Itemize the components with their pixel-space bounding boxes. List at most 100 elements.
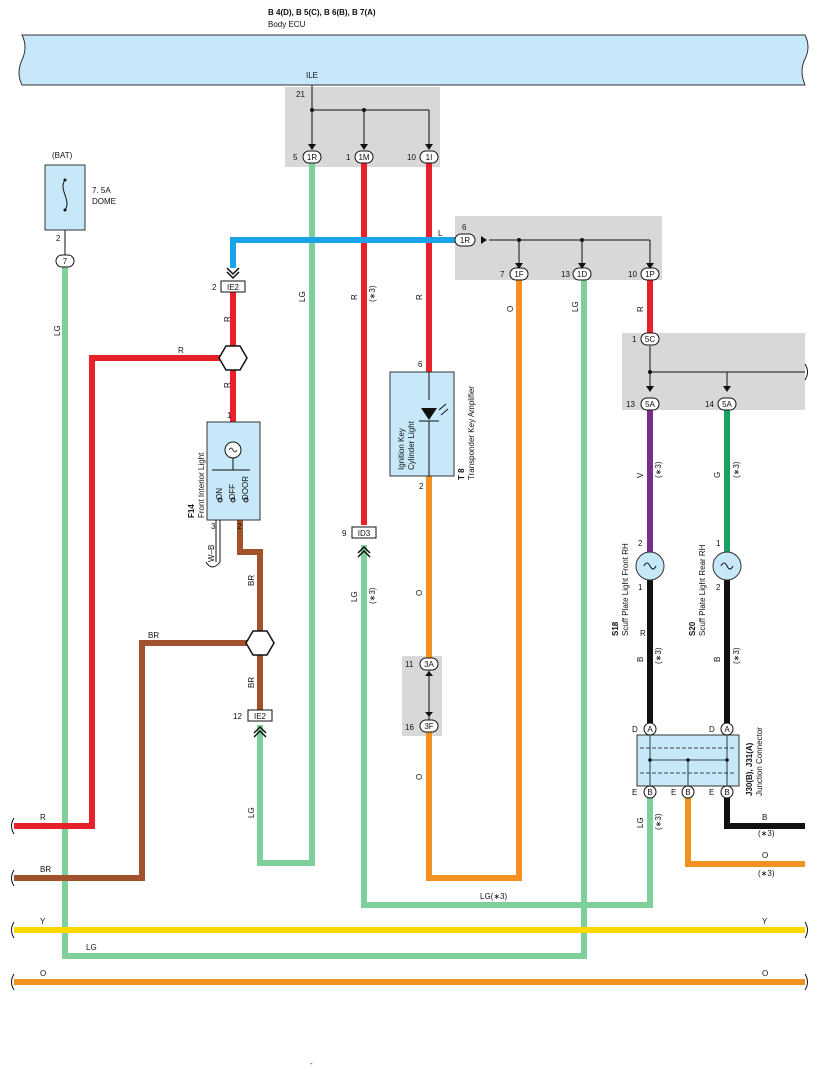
svg-text:E: E	[709, 788, 714, 797]
bottom-mark: -	[310, 1059, 313, 1068]
svg-text:(∗3): (∗3)	[758, 829, 775, 838]
svg-text:7: 7	[500, 270, 505, 279]
svg-text:5: 5	[293, 153, 298, 162]
ile-label: ILE	[306, 71, 318, 80]
ecu-name: Body ECU	[268, 20, 306, 29]
svg-text:V: V	[636, 472, 645, 478]
connector-5A: 5A	[640, 397, 660, 411]
f14-name: Front Interior Light	[197, 452, 206, 518]
connector-3F: 3F	[419, 719, 439, 733]
svg-text:R: R	[640, 629, 646, 638]
svg-text:LG: LG	[86, 943, 97, 952]
connector-1R: 1R	[302, 150, 322, 164]
svg-text:B: B	[724, 788, 729, 797]
switch-door-label: DOOR	[241, 476, 250, 500]
svg-text:LG: LG	[53, 325, 62, 336]
f14-code: F14	[187, 504, 196, 518]
switch-on-label: ON	[215, 488, 224, 500]
connector-5C: 5C	[640, 332, 660, 346]
connector-A: A	[643, 722, 657, 736]
svg-text:1: 1	[227, 411, 232, 420]
svg-text:11: 11	[405, 660, 414, 669]
s18-name: Scuff Plate Light Front RH	[621, 543, 630, 636]
svg-text:10: 10	[407, 153, 416, 162]
t8-code: T 8	[457, 468, 466, 480]
svg-text:Y: Y	[40, 917, 46, 926]
fuse-box	[44, 164, 86, 231]
svg-text:E: E	[671, 788, 676, 797]
svg-text:1I: 1I	[426, 153, 433, 162]
svg-text:13: 13	[561, 270, 570, 279]
svg-text:(∗3): (∗3)	[732, 461, 741, 478]
svg-text:LG: LG	[571, 301, 580, 312]
connector-A-2: A	[720, 722, 734, 736]
t8-name: Transponder Key Amplifier	[467, 386, 476, 480]
svg-text:7: 7	[63, 257, 68, 266]
svg-text:L: L	[438, 229, 443, 238]
svg-text:(∗3): (∗3)	[368, 285, 377, 302]
svg-text:LG(∗3): LG(∗3)	[480, 892, 507, 901]
svg-text:BR: BR	[247, 575, 256, 586]
svg-text:(∗3): (∗3)	[368, 587, 377, 604]
svg-text:E: E	[632, 788, 637, 797]
svg-text:1: 1	[716, 539, 721, 548]
jc-code: J30(B), J31(A)	[745, 742, 754, 796]
svg-text:1D: 1D	[577, 270, 587, 279]
svg-text:2: 2	[56, 234, 61, 243]
svg-text:1M: 1M	[358, 153, 369, 162]
svg-text:A: A	[647, 725, 653, 734]
svg-text:(∗3): (∗3)	[654, 461, 663, 478]
svg-text:(∗3): (∗3)	[654, 647, 663, 664]
svg-text:5A: 5A	[722, 400, 732, 409]
svg-text:3A: 3A	[424, 660, 434, 669]
svg-text:O: O	[40, 969, 46, 978]
svg-text:6: 6	[418, 360, 423, 369]
junction-dots	[310, 108, 652, 374]
front-interior-light	[206, 421, 261, 521]
connector-ID3: ID3	[351, 526, 377, 539]
svg-text:D: D	[632, 725, 638, 734]
wire-wb-label: W–B	[207, 545, 216, 562]
svg-text:1: 1	[632, 335, 637, 344]
svg-text:14: 14	[705, 400, 714, 409]
svg-text:B: B	[647, 788, 652, 797]
connector-5A-2: 5A	[717, 397, 737, 411]
svg-text:O: O	[506, 306, 515, 312]
svg-text:BR: BR	[247, 677, 256, 688]
svg-text:BR: BR	[40, 865, 51, 874]
wire-labels: L R BR R BR Y LG O LG(∗3) B (∗3) O (∗3) …	[40, 229, 775, 978]
svg-text:12: 12	[233, 712, 242, 721]
svg-text:2: 2	[716, 583, 721, 592]
svg-text:13: 13	[626, 400, 635, 409]
svg-text:O: O	[415, 774, 424, 780]
svg-text:R: R	[350, 294, 359, 300]
connector-3A: 3A	[419, 657, 439, 671]
svg-text:IE2: IE2	[227, 283, 240, 292]
connector-B-2: B	[681, 785, 695, 799]
wire-breaks	[11, 363, 808, 991]
svg-text:ID3: ID3	[358, 529, 371, 538]
key-light-label-1: Ignition Key	[397, 428, 406, 470]
svg-text:3F: 3F	[424, 722, 433, 731]
svg-text:R: R	[178, 346, 184, 355]
svg-text:R: R	[223, 316, 232, 322]
svg-text:G: G	[713, 472, 722, 478]
svg-text:1F: 1F	[514, 270, 523, 279]
wires	[14, 163, 805, 985]
svg-text:1P: 1P	[645, 270, 655, 279]
fuse-rating: 7. 5A	[92, 186, 111, 195]
light-switch-icon	[212, 458, 250, 503]
svg-text:(∗3): (∗3)	[758, 869, 775, 878]
svg-text:B: B	[762, 813, 767, 822]
switch-off-label: OFF	[228, 484, 237, 500]
svg-text:A: A	[724, 725, 730, 734]
svg-text:B: B	[636, 657, 645, 662]
connector-B-3: B	[720, 785, 734, 799]
fuse-icon	[62, 179, 68, 211]
plug-chevrons	[226, 267, 371, 738]
connector-1R-2: 1R	[454, 233, 476, 247]
svg-text:R: R	[40, 813, 46, 822]
svg-text:R: R	[415, 294, 424, 300]
connector-7: 7	[55, 254, 75, 268]
